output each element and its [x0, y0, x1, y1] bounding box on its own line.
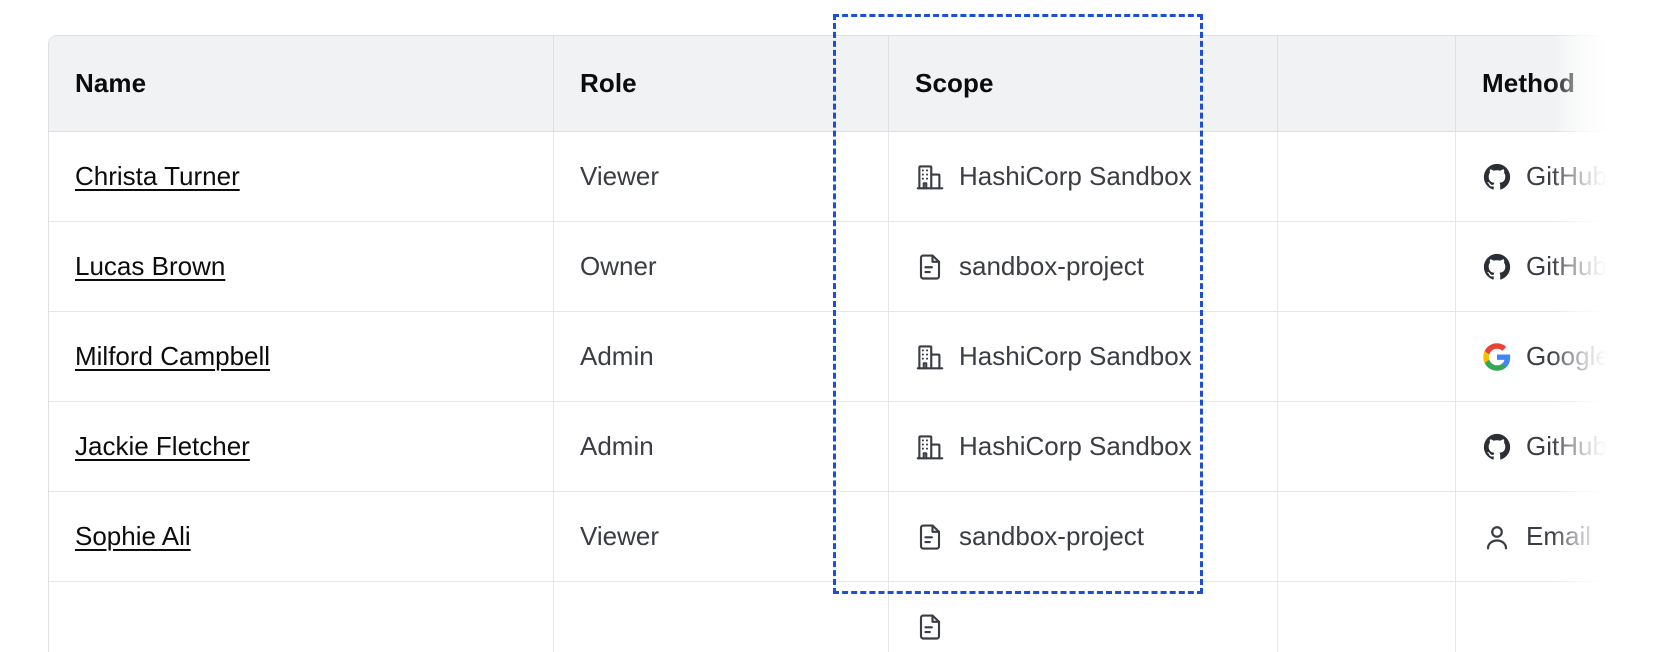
- cell-scope: [889, 582, 1278, 652]
- cell-method: GitHub: [1456, 132, 1608, 222]
- cell-extra: [1278, 312, 1456, 402]
- table-row: Christa Turner Viewer: [49, 132, 1608, 222]
- cell-extra: [1278, 222, 1456, 312]
- scope-label: sandbox-project: [959, 521, 1144, 551]
- project-file-icon: [915, 522, 945, 552]
- member-name-link[interactable]: Sophie Ali: [75, 521, 191, 551]
- organization-icon: [915, 162, 945, 192]
- table-row: Milford Campbell Admin: [49, 312, 1608, 402]
- scope-label: sandbox-project: [959, 251, 1144, 281]
- scope-label: HashiCorp Sandbox: [959, 431, 1192, 461]
- github-icon: [1482, 252, 1512, 282]
- cell-method: Email: [1456, 492, 1608, 582]
- cell-role: Admin: [554, 312, 889, 402]
- table-row: Jackie Fletcher Admin: [49, 402, 1608, 492]
- cell-method: GitHub: [1456, 222, 1608, 312]
- cell-method: [1456, 582, 1608, 652]
- method-label: GitHub: [1526, 431, 1607, 461]
- cell-scope: HashiCorp Sandbox: [889, 312, 1278, 402]
- cell-scope: HashiCorp Sandbox: [889, 402, 1278, 492]
- cell-name: Milford Campbell: [49, 312, 554, 402]
- cell-role: Viewer: [554, 492, 889, 582]
- cell-name: Jackie Fletcher: [49, 402, 554, 492]
- project-file-icon: [915, 612, 945, 642]
- cell-scope: sandbox-project: [889, 492, 1278, 582]
- table-header: Name Role Scope Method: [49, 36, 1608, 132]
- table-row: [49, 582, 1608, 652]
- google-icon: [1482, 342, 1512, 372]
- column-header-method[interactable]: Method: [1456, 36, 1608, 132]
- cell-method: Google: [1456, 312, 1608, 402]
- members-table-container: Name Role Scope Method Christa Turner Vi…: [48, 35, 1608, 652]
- cell-extra: [1278, 402, 1456, 492]
- method-label: GitHub: [1526, 161, 1607, 191]
- cell-name: Christa Turner: [49, 132, 554, 222]
- cell-scope: sandbox-project: [889, 222, 1278, 312]
- method-label: Google: [1526, 341, 1608, 371]
- cell-scope: HashiCorp Sandbox: [889, 132, 1278, 222]
- cell-extra: [1278, 582, 1456, 652]
- cell-name: [49, 582, 554, 652]
- cell-role: [554, 582, 889, 652]
- column-header-scope[interactable]: Scope: [889, 36, 1278, 132]
- method-label: GitHub: [1526, 251, 1607, 281]
- github-icon: [1482, 162, 1512, 192]
- user-icon: [1482, 522, 1512, 552]
- github-icon: [1482, 432, 1512, 462]
- method-label: Email: [1526, 521, 1592, 551]
- project-file-icon: [915, 252, 945, 282]
- column-header-role[interactable]: Role: [554, 36, 889, 132]
- cell-role: Admin: [554, 402, 889, 492]
- cell-extra: [1278, 132, 1456, 222]
- members-table: Name Role Scope Method Christa Turner Vi…: [48, 35, 1608, 652]
- scope-label: HashiCorp Sandbox: [959, 341, 1192, 371]
- table-row: Sophie Ali Viewer: [49, 492, 1608, 582]
- scope-label: HashiCorp Sandbox: [959, 161, 1192, 191]
- table-header-row: Name Role Scope Method: [49, 36, 1608, 132]
- cell-role: Viewer: [554, 132, 889, 222]
- table-body: Christa Turner Viewer: [49, 132, 1608, 652]
- member-name-link[interactable]: Milford Campbell: [75, 341, 271, 371]
- cell-method: GitHub: [1456, 402, 1608, 492]
- cell-role: Owner: [554, 222, 889, 312]
- member-name-link[interactable]: Jackie Fletcher: [75, 431, 250, 461]
- member-name-link[interactable]: Christa Turner: [75, 161, 240, 191]
- column-header-extra[interactable]: [1278, 36, 1456, 132]
- cell-name: Sophie Ali: [49, 492, 554, 582]
- column-header-name[interactable]: Name: [49, 36, 554, 132]
- cell-name: Lucas Brown: [49, 222, 554, 312]
- table-row: Lucas Brown Owner: [49, 222, 1608, 312]
- organization-icon: [915, 342, 945, 372]
- organization-icon: [915, 432, 945, 462]
- cell-extra: [1278, 492, 1456, 582]
- member-name-link[interactable]: Lucas Brown: [75, 251, 226, 281]
